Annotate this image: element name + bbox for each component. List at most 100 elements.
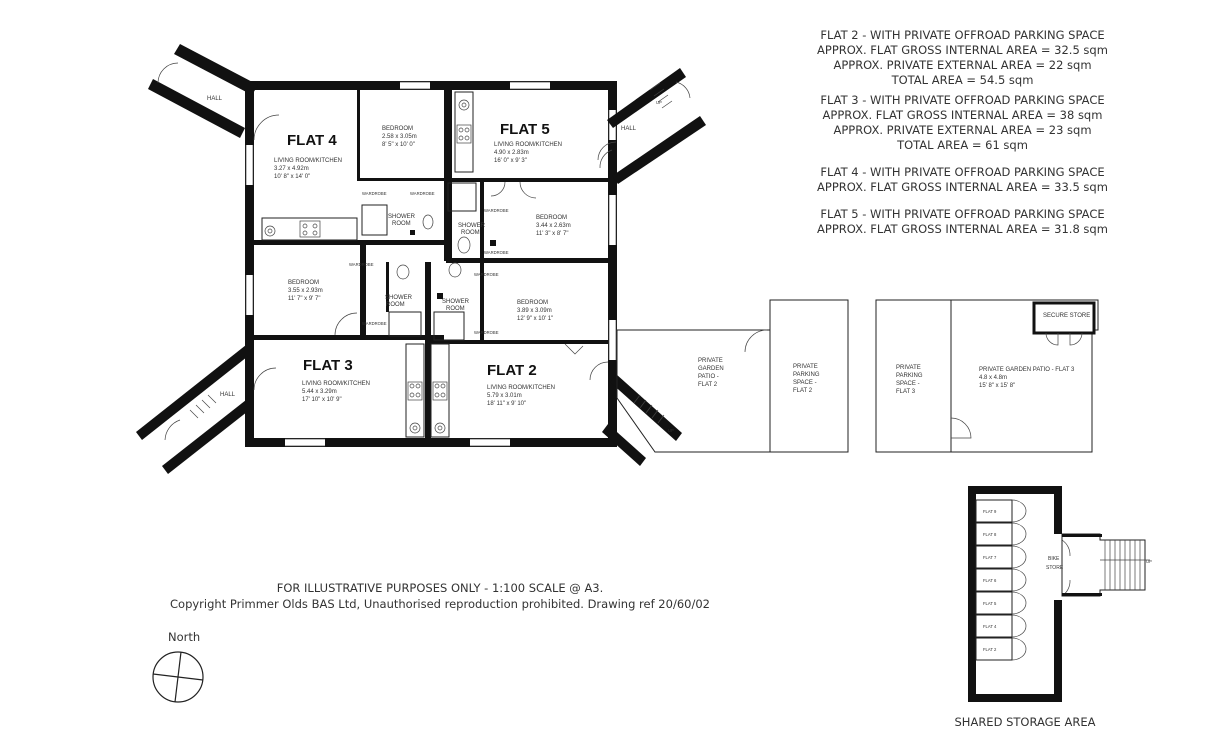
- legend-line: APPROX. FLAT GROSS INTERNAL AREA = 33.5 …: [817, 180, 1108, 194]
- locker-door-swing: [1011, 522, 1027, 546]
- svg-text:FLAT 2: FLAT 2: [698, 382, 718, 388]
- svg-text:4.90 x 2.83m: 4.90 x 2.83m: [494, 150, 529, 156]
- parking-flat2: PRIVATE PARKING SPACE - FLAT 2: [769, 299, 849, 453]
- secure-store-label: SECURE STORE: [1043, 313, 1090, 319]
- storage-locker-label: FLAT 9: [983, 509, 997, 514]
- svg-text:UP: UP: [1146, 559, 1152, 564]
- legend-block: FLAT 3 - WITH PRIVATE OFFROAD PARKING SP…: [800, 93, 1125, 153]
- svg-text:SPACE -: SPACE -: [793, 380, 817, 386]
- svg-text:BEDROOM: BEDROOM: [517, 300, 548, 306]
- room-f2-living: LIVING ROOM/KITCHEN 5.79 x 3.01m 18' 11"…: [487, 385, 555, 407]
- svg-text:STORE: STORE: [1046, 565, 1064, 571]
- svg-text:WARDROBE: WARDROBE: [362, 191, 387, 196]
- storage-locker: [975, 545, 1013, 569]
- locker-door-swing: [1011, 614, 1027, 638]
- room-f5-living: LIVING ROOM/KITCHEN 4.90 x 2.83m 16' 0" …: [494, 142, 562, 164]
- hall-wing-northeast: HALL UP: [599, 68, 706, 184]
- svg-text:ROOM: ROOM: [446, 306, 465, 312]
- svg-text:BEDROOM: BEDROOM: [288, 280, 319, 286]
- svg-text:18' 11" x 9' 10": 18' 11" x 9' 10": [487, 401, 526, 407]
- room-f3-living: LIVING ROOM/KITCHEN 5.44 x 3.29m 17' 10"…: [302, 381, 370, 403]
- storage-caption: SHARED STORAGE AREA: [954, 715, 1096, 729]
- svg-text:5.44 x 3.29m: 5.44 x 3.29m: [302, 389, 337, 395]
- legend-line: APPROX. PRIVATE EXTERNAL AREA = 23 sqm: [833, 123, 1092, 137]
- legend-line: FLAT 5 - WITH PRIVATE OFFROAD PARKING SP…: [820, 207, 1105, 221]
- hall-wing-southwest: HALL: [136, 345, 252, 474]
- svg-text:ROOM: ROOM: [392, 221, 411, 227]
- svg-text:2.58 x 3.05m: 2.58 x 3.05m: [382, 134, 417, 140]
- svg-text:LIVING ROOM/KITCHEN: LIVING ROOM/KITCHEN: [302, 381, 370, 387]
- svg-text:SHOWER: SHOWER: [458, 223, 486, 229]
- svg-text:UP: UP: [668, 428, 674, 433]
- storage-locker: [975, 499, 1013, 523]
- legend-block: FLAT 4 - WITH PRIVATE OFFROAD PARKING SP…: [800, 165, 1125, 195]
- svg-text:LIVING ROOM/KITCHEN: LIVING ROOM/KITCHEN: [487, 385, 555, 391]
- storage-locker-label: FLAT 7: [983, 555, 997, 560]
- storage-locker-label: FLAT 6: [983, 578, 997, 583]
- svg-text:FLAT 2: FLAT 2: [793, 388, 813, 394]
- svg-text:LIVING ROOM/KITCHEN: LIVING ROOM/KITCHEN: [494, 142, 562, 148]
- svg-text:PRIVATE: PRIVATE: [896, 365, 921, 371]
- storage-locker: [975, 637, 1013, 661]
- legend-line: FLAT 2 - WITH PRIVATE OFFROAD PARKING SP…: [820, 28, 1105, 42]
- legend-line: TOTAL AREA = 54.5 sqm: [891, 73, 1034, 87]
- svg-text:WARDROBE: WARDROBE: [474, 272, 499, 277]
- svg-text:WARDROBE: WARDROBE: [362, 321, 387, 326]
- flat-2-label: FLAT 2: [487, 362, 537, 379]
- svg-text:11' 3" x 8' 7": 11' 3" x 8' 7": [536, 231, 568, 237]
- svg-text:SPACE -: SPACE -: [896, 381, 920, 387]
- parking-flat3: PRIVATE PARKING SPACE - FLAT 3: [875, 299, 952, 453]
- svg-text:PARKING: PARKING: [896, 373, 923, 379]
- svg-text:3.27 x 4.92m: 3.27 x 4.92m: [274, 166, 309, 172]
- north-compass-icon: [152, 651, 204, 703]
- svg-text:12' 9" x 10' 1": 12' 9" x 10' 1": [517, 316, 553, 322]
- legend-line: APPROX. FLAT GROSS INTERNAL AREA = 38 sq…: [822, 108, 1103, 122]
- svg-text:BEDROOM: BEDROOM: [536, 215, 567, 221]
- storage-locker: [975, 614, 1013, 638]
- locker-door-swing: [1011, 545, 1027, 569]
- main-building: FLAT 4 FLAT 5 FLAT 3 FLAT 2 LIVING ROOM/…: [245, 81, 617, 447]
- svg-text:SHOWER: SHOWER: [442, 299, 470, 305]
- bike-store-label: BIKE: [1048, 556, 1060, 562]
- locker-door-swing: [1011, 568, 1027, 592]
- legend-line: FLAT 3 - WITH PRIVATE OFFROAD PARKING SP…: [820, 93, 1105, 107]
- svg-text:15' 8" x 15' 8": 15' 8" x 15' 8": [979, 383, 1015, 389]
- svg-text:16' 0" x 9' 3": 16' 0" x 9' 3": [494, 158, 527, 164]
- svg-text:SHOWER: SHOWER: [388, 214, 416, 220]
- flat-4-label: FLAT 4: [287, 132, 337, 149]
- svg-text:PRIVATE: PRIVATE: [793, 364, 818, 370]
- svg-text:3.89 x 3.09m: 3.89 x 3.09m: [517, 308, 552, 314]
- svg-text:BEDROOM: BEDROOM: [382, 126, 413, 132]
- shower-room-labels: SHOWER ROOM SHOWER ROOM SHOWER ROOM SHOW…: [385, 214, 486, 312]
- svg-text:WARDROBE: WARDROBE: [349, 262, 374, 267]
- svg-text:LIVING ROOM/KITCHEN: LIVING ROOM/KITCHEN: [274, 158, 342, 164]
- svg-text:WARDROBE: WARDROBE: [410, 191, 435, 196]
- legend-block: FLAT 2 - WITH PRIVATE OFFROAD PARKING SP…: [800, 28, 1125, 88]
- room-f2-bedroom: BEDROOM 3.89 x 3.09m 12' 9" x 10' 1": [517, 300, 553, 322]
- north-label: North: [168, 630, 201, 644]
- flat-3-label: FLAT 3: [303, 357, 353, 374]
- flat-5-label: FLAT 5: [500, 121, 550, 138]
- svg-text:17' 10" x 10' 9": 17' 10" x 10' 9": [302, 397, 342, 403]
- svg-text:10' 8" x 14' 0": 10' 8" x 14' 0": [274, 174, 310, 180]
- storage-locker-label: FLAT 5: [983, 601, 997, 606]
- locker-door-swing: [1011, 499, 1027, 523]
- svg-text:PARKING: PARKING: [793, 372, 820, 378]
- svg-text:WARDROBE: WARDROBE: [484, 208, 509, 213]
- svg-text:5.79 x 3.01m: 5.79 x 3.01m: [487, 393, 522, 399]
- room-f3-bedroom: BEDROOM 3.55 x 2.93m 11' 7" x 9' 7": [288, 280, 323, 302]
- svg-text:UP: UP: [656, 100, 662, 105]
- scale-note-line1: FOR ILLUSTRATIVE PURPOSES ONLY - 1:100 S…: [276, 581, 604, 595]
- storage-locker: [975, 568, 1013, 592]
- locker-door-swing: [1011, 591, 1027, 615]
- storage-locker-label: FLAT 8: [983, 532, 997, 537]
- scale-note: FOR ILLUSTRATIVE PURPOSES ONLY - 1:100 S…: [140, 580, 740, 612]
- svg-text:PATIO -: PATIO -: [698, 374, 719, 380]
- storage-locker-label: FLAT 4: [983, 624, 997, 629]
- svg-text:4.8 x 4.8m: 4.8 x 4.8m: [979, 375, 1007, 381]
- room-f5-bedroom: BEDROOM 3.44 x 2.63m 11' 3" x 8' 7": [536, 215, 571, 237]
- storage-locker: [975, 522, 1013, 546]
- svg-text:WARDROBE: WARDROBE: [484, 250, 509, 255]
